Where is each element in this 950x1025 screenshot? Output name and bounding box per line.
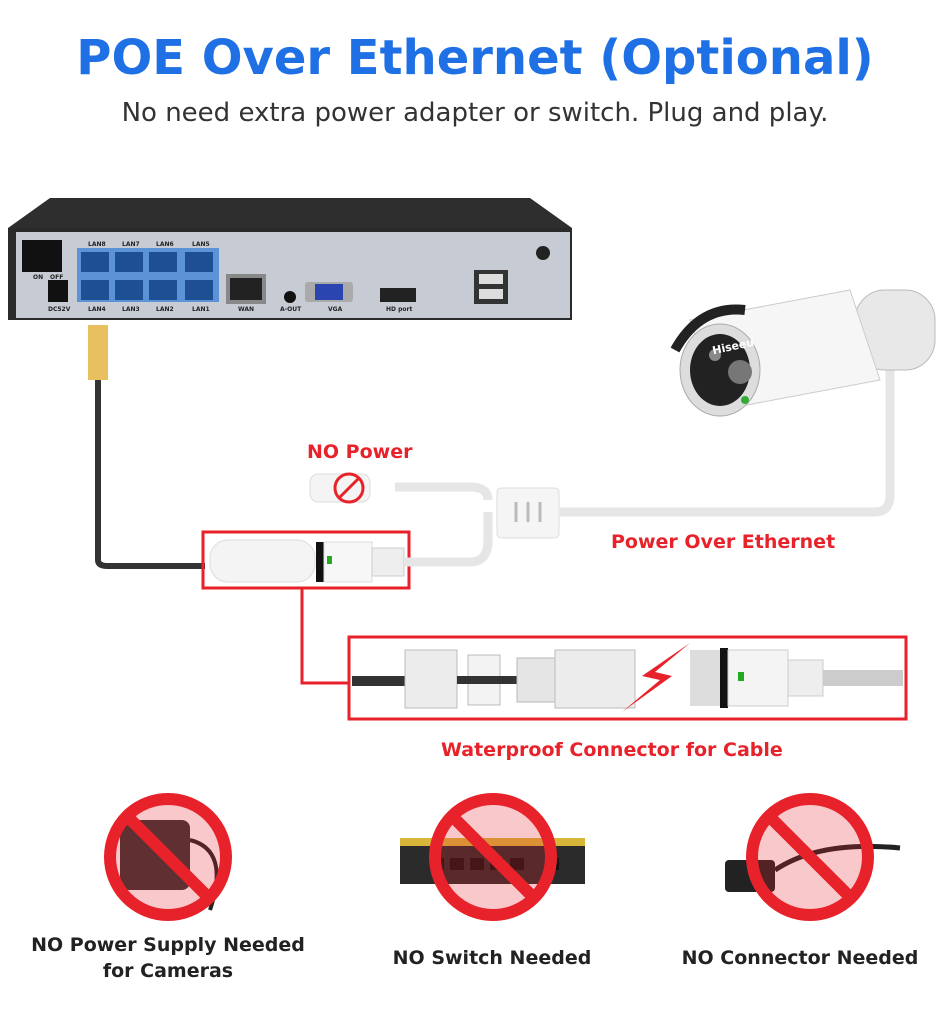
caption-line: NO Power Supply Needed <box>31 934 305 956</box>
poe-label: Power Over Ethernet <box>611 531 836 553</box>
waterproof-label: Waterproof Connector for Cable <box>441 739 783 761</box>
lan-label: LAN5 <box>192 241 210 248</box>
hd-port-label: HD port <box>386 306 413 313</box>
page-subtitle: No need extra power adapter or switch. P… <box>121 98 829 128</box>
aout-label: A-OUT <box>280 306 302 313</box>
no-power-icon <box>333 472 365 504</box>
vga-label: VGA <box>328 306 343 313</box>
lan-label: LAN8 <box>88 241 106 248</box>
lan-label: LAN3 <box>122 306 140 313</box>
lan-label: LAN6 <box>156 241 174 248</box>
wan-label: WAN <box>238 306 255 313</box>
lan-label: LAN2 <box>156 306 174 313</box>
page-title: POE Over Ethernet (Optional) <box>76 30 874 86</box>
prohibited-icons <box>104 793 874 921</box>
nvr-device <box>8 198 572 320</box>
lan-label: LAN7 <box>122 241 140 248</box>
power-label: DC52V <box>48 306 71 313</box>
lan-label: LAN4 <box>88 306 106 313</box>
lan-label: LAN1 <box>192 306 210 313</box>
camera-image <box>670 289 936 417</box>
no-power-supply-caption: NO Power Supply Needed for Cameras <box>0 934 336 982</box>
no-power-label: NO Power <box>307 441 413 463</box>
switch-off-label: OFF <box>50 274 64 281</box>
switch-on-label: ON <box>33 274 44 281</box>
caption-line: for Cameras <box>102 960 234 982</box>
power-switch <box>22 240 62 272</box>
waterproof-connector-image <box>352 643 903 712</box>
dc-power-jack <box>48 280 68 302</box>
no-switch-caption: NO Switch Needed <box>392 947 592 969</box>
no-connector-caption: NO Connector Needed <box>681 947 919 969</box>
